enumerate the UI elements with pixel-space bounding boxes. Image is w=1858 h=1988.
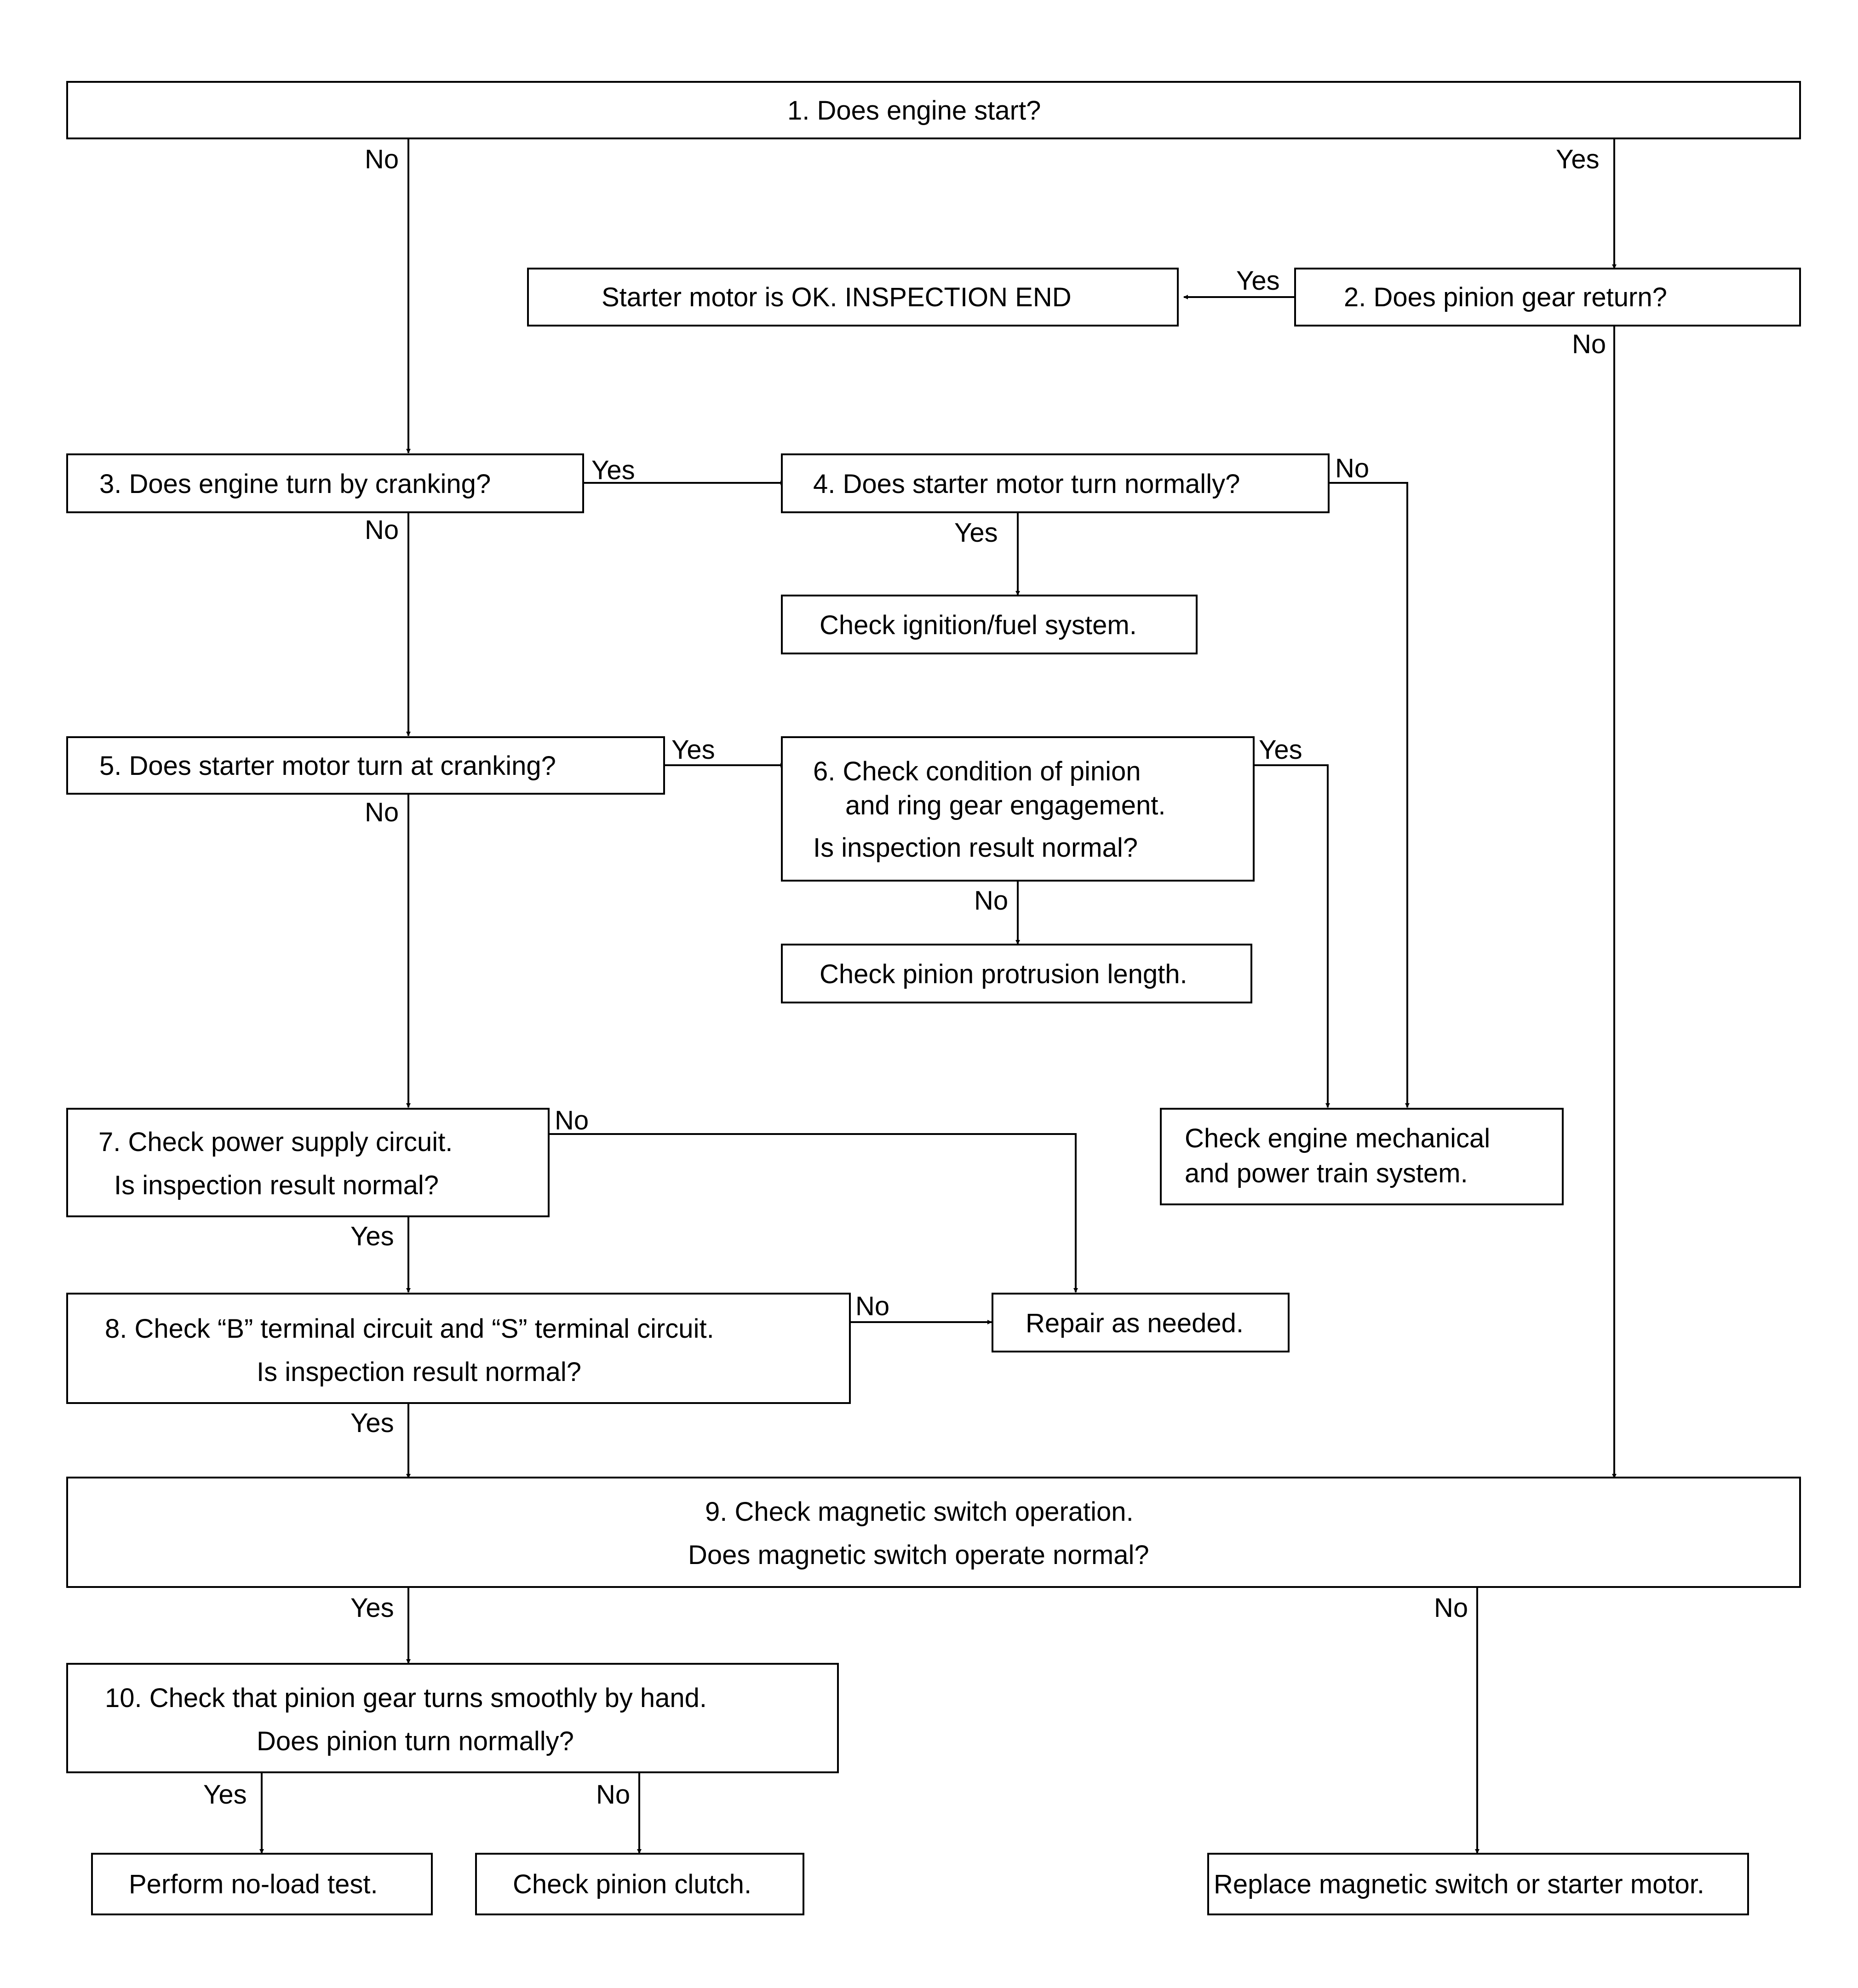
node-perform-no-load-test: Perform no-load test. [91,1853,433,1915]
node-repair-as-needed: Repair as needed. [992,1293,1290,1352]
edge-label-n3-no: No [365,515,399,545]
node-4-starter-turn-normally: 4. Does starter motor turn normally? [781,453,1330,513]
node-text-line-1: Check engine mechanical [1185,1123,1491,1153]
node-text: 4. Does starter motor turn normally? [813,469,1240,499]
node-check-engine-mechanical: Check engine mechanical and power train … [1160,1108,1564,1205]
edge-label-n6-no: No [974,886,1009,916]
node-text: Starter motor is OK. INSPECTION END [602,282,1072,312]
node-text-line-1: 9. Check magnetic switch operation. [705,1497,1134,1527]
node-starter-ok-end: Starter motor is OK. INSPECTION END [527,268,1179,327]
edge-label-n1-no: No [365,144,399,174]
node-text: Repair as needed. [1026,1308,1244,1338]
edge-label-n10-no: No [596,1780,631,1810]
node-7-power-supply-circuit: 7. Check power supply circuit. Is inspec… [66,1108,550,1217]
node-6-pinion-ring-gear: 6. Check condition of pinion and ring ge… [781,736,1255,882]
node-text: 5. Does starter motor turn at cranking? [99,751,556,781]
node-text: Check ignition/fuel system. [820,610,1137,640]
node-text-line-1: 7. Check power supply circuit. [98,1127,453,1157]
edge-label-n3-yes: Yes [591,455,635,485]
node-9-magnetic-switch-operation: 9. Check magnetic switch operation. Does… [66,1477,1801,1588]
edge-label-n7-yes: Yes [350,1221,394,1251]
edge-label-n4-yes: Yes [954,518,998,548]
edge-label-n8-yes: Yes [350,1408,394,1438]
edge-label-n2-yes: Yes [1236,266,1280,296]
edge-label-n2-no: No [1572,329,1606,359]
node-text-line-1: 10. Check that pinion gear turns smoothl… [105,1683,707,1713]
edge-label-n7-no: No [555,1106,589,1135]
node-text-line-2: Does pinion turn normally? [257,1726,574,1756]
edge-n6-yes [1255,764,1330,1108]
node-1-does-engine-start: 1. Does engine start? [66,81,1801,139]
node-text: 2. Does pinion gear return? [1344,282,1667,312]
node-text: Check pinion protrusion length. [820,959,1187,989]
node-text: 3. Does engine turn by cranking? [99,469,491,499]
node-check-pinion-protrusion: Check pinion protrusion length. [781,944,1252,1003]
node-text: Replace magnetic switch or starter motor… [1214,1869,1704,1899]
edge-label-n9-yes: Yes [350,1593,394,1623]
node-10-pinion-turns-smoothly: 10. Check that pinion gear turns smoothl… [66,1663,839,1773]
edge-label-n4-no: No [1335,453,1370,483]
edge-label-n5-no: No [365,797,399,827]
node-8-b-s-terminal-circuit: 8. Check “B” terminal circuit and “S” te… [66,1293,851,1404]
node-text-line-3: Is inspection result normal? [813,833,1138,863]
node-text-line-2: and ring gear engagement. [845,791,1166,820]
node-text-line-2: Does magnetic switch operate normal? [688,1540,1149,1570]
edge-label-n10-yes: Yes [203,1780,247,1810]
edge-n7-no [550,1133,1078,1293]
edge-label-n9-no: No [1434,1593,1468,1623]
node-text: Check pinion clutch. [513,1869,752,1899]
node-2-pinion-gear-return: 2. Does pinion gear return? [1294,268,1801,327]
node-3-engine-turn-cranking: 3. Does engine turn by cranking? [66,453,584,513]
node-text: 1. Does engine start? [787,96,1041,126]
node-text-line-2: Is inspection result normal? [257,1357,581,1387]
node-check-pinion-clutch: Check pinion clutch. [475,1853,804,1915]
node-text-line-1: 8. Check “B” terminal circuit and “S” te… [105,1314,714,1344]
node-text-line-2: and power train system. [1185,1158,1468,1188]
node-replace-magnetic-switch: Replace magnetic switch or starter motor… [1207,1853,1749,1915]
node-text: Perform no-load test. [129,1869,378,1899]
edge-label-n5-yes: Yes [671,735,715,765]
node-5-starter-turn-at-cranking: 5. Does starter motor turn at cranking? [66,736,665,795]
node-text-line-1: 6. Check condition of pinion [813,756,1141,786]
edge-n4-no [1330,482,1410,1108]
edge-label-n8-no: No [855,1291,890,1321]
node-check-ignition-fuel: Check ignition/fuel system. [781,595,1198,654]
edge-label-n1-yes: Yes [1556,144,1600,174]
node-text-line-2: Is inspection result normal? [114,1170,439,1200]
edge-label-n6-yes: Yes [1259,735,1302,765]
